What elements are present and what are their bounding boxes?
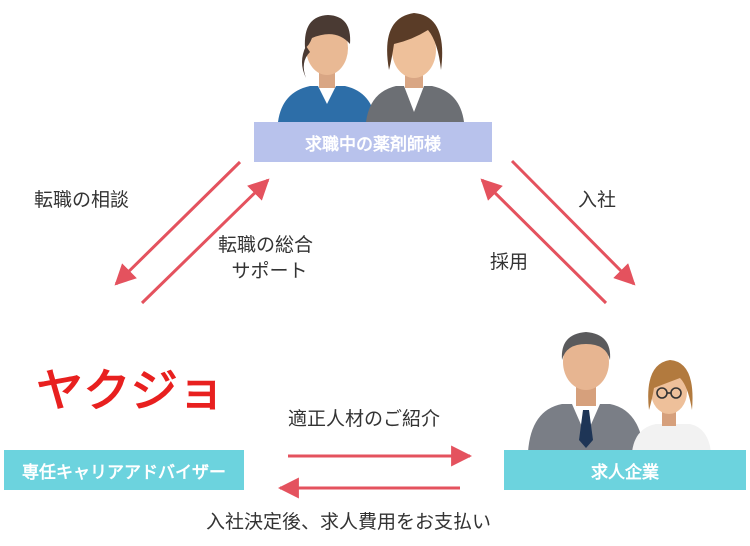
woman-right-figure — [366, 13, 464, 122]
arrow-consult — [114, 160, 242, 286]
yakujo-logo: ヤクジョ — [36, 364, 226, 417]
arrow-join — [510, 159, 636, 286]
arrow-hire — [480, 178, 608, 305]
label-join: 入社 — [578, 189, 617, 211]
label-intro: 適正人材のご紹介 — [288, 408, 441, 430]
pharmacist-node: 求職中の薬剤師様 — [254, 122, 492, 162]
label-support-line1: 転職の総合 — [218, 234, 314, 256]
company-node: 求人企業 — [504, 450, 746, 490]
advisor-node-label: 専任キャリアアドバイザー — [22, 462, 226, 483]
advisor-node: 専任キャリアアドバイザー — [4, 450, 244, 490]
man-figure — [528, 332, 644, 452]
label-hire: 採用 — [490, 251, 529, 273]
company-node-label: 求人企業 — [591, 462, 659, 483]
pharmacist-node-label: 求職中の薬剤師様 — [305, 134, 441, 155]
woman-left-figure — [278, 15, 376, 122]
label-consult: 転職の相談 — [34, 189, 130, 211]
arrow-support — [140, 178, 270, 305]
woman-figure — [632, 360, 711, 452]
label-support-line2: サポート — [231, 259, 308, 282]
label-payment: 入社決定後、求人費用をお支払い — [206, 511, 492, 533]
label-support: 転職の総合 サポート — [218, 233, 313, 284]
